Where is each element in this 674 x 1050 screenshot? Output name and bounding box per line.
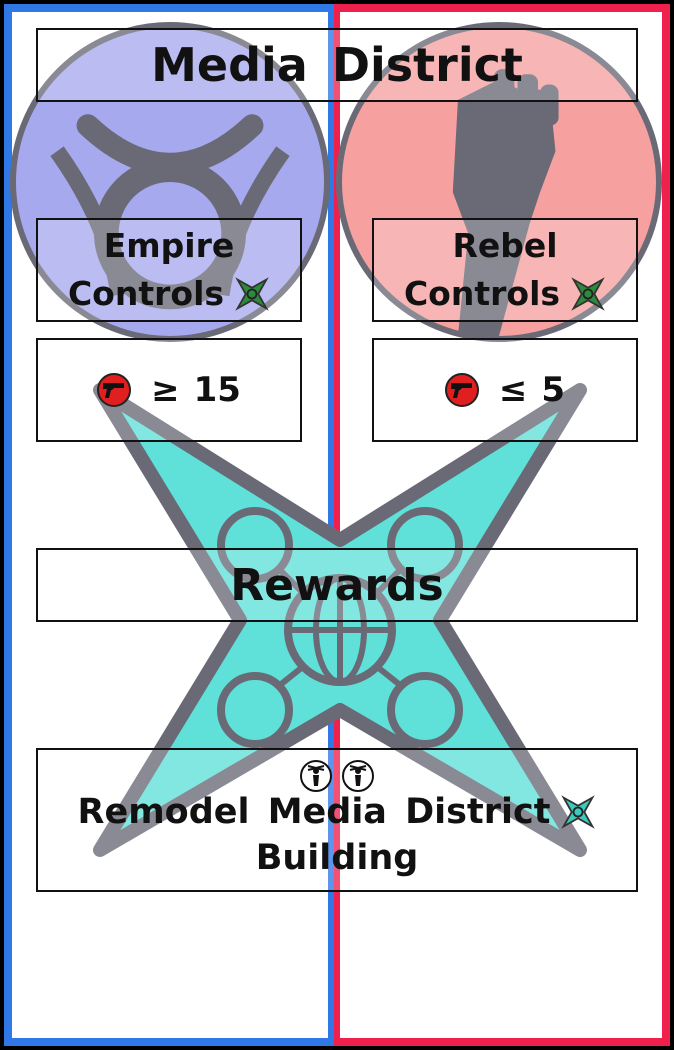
reward-card: Remodel Media District Building — [36, 748, 638, 892]
rebel-requirement-operator: ≤ — [498, 370, 528, 410]
reward-text-line1: Remodel Media District — [77, 792, 551, 832]
reward-cost-tokens — [299, 759, 375, 793]
empire-requirement-operator: ≥ — [151, 370, 180, 410]
empire-requirement-box: ≥ 15 — [36, 338, 302, 442]
card-title: Media District — [36, 28, 638, 102]
gun-icon — [97, 373, 132, 407]
rebel-requirement-value: 5 — [541, 370, 566, 410]
rebel-controls-box: Rebel Controls — [372, 218, 638, 322]
empire-controls-box: Empire Controls — [36, 218, 302, 322]
gun-icon — [444, 373, 479, 407]
rebel-requirement-box: ≤ 5 — [372, 338, 638, 442]
rebel-controls-faction: Rebel — [452, 226, 558, 265]
reward-text-line2: Building — [255, 838, 419, 878]
rewards-heading: Rewards — [36, 548, 638, 622]
green-district-star-icon — [235, 277, 269, 311]
rebel-fist-icon — [336, 22, 662, 342]
rebel-controls-label: Controls — [403, 274, 561, 313]
worker-token-icon — [300, 760, 332, 792]
empire-controls-faction: Empire — [103, 226, 235, 265]
worker-token-icon — [342, 760, 374, 792]
cyan-district-star-icon — [561, 795, 596, 829]
empire-controls-label: Controls — [67, 274, 225, 313]
empire-requirement-value: 15 — [193, 370, 241, 410]
green-district-star-icon — [571, 277, 605, 311]
